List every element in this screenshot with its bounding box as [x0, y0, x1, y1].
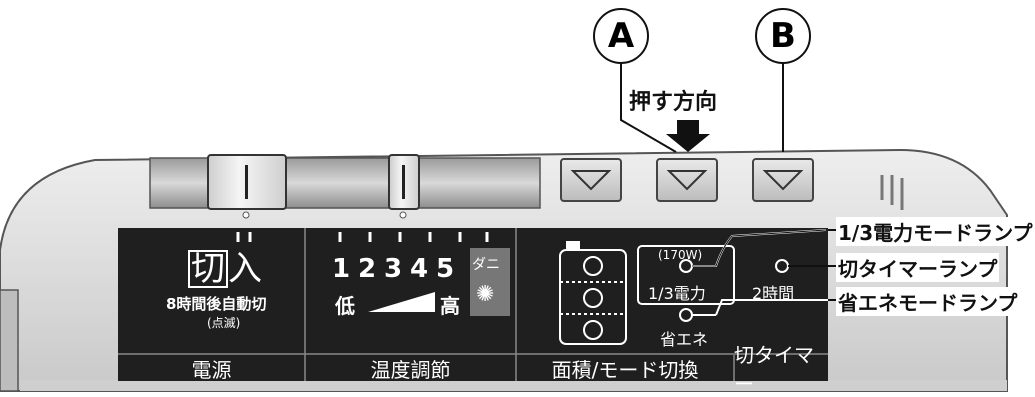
temp-high-label: 高	[440, 294, 460, 318]
temperature-slider-knob[interactable]	[388, 154, 420, 210]
triangle-down-icon	[762, 170, 804, 191]
auto-off-note: 8時間後自動切	[166, 295, 267, 313]
heater-panel-illustration	[0, 62, 1008, 392]
triangle-down-icon	[570, 170, 612, 191]
triangle-down-icon	[666, 170, 708, 191]
power-slider-knob[interactable]	[207, 154, 287, 210]
watt-label: (170W)	[658, 248, 703, 262]
section-area-mode: 面積/モード切換	[551, 357, 699, 382]
temp-scale-5: 5	[436, 254, 455, 284]
third-power-label: 1/3電力	[648, 284, 706, 303]
timer-hours-label: 2時間	[752, 284, 795, 303]
area-mode-button-left[interactable]	[560, 158, 622, 202]
area-mode-button-a[interactable]	[656, 158, 718, 202]
callout-a: A	[593, 8, 649, 64]
eco-label: 省エネ	[660, 330, 709, 349]
temp-low-label: 低	[335, 294, 355, 318]
power-on-label: 入	[228, 249, 262, 289]
timer-button-b[interactable]	[752, 158, 814, 202]
auto-off-note-sub: (点滅)	[207, 316, 241, 330]
temp-scale-1: 1	[332, 254, 351, 284]
section-timer: 切タイマー	[734, 343, 814, 396]
dani-label: ダニ	[472, 257, 500, 273]
section-temperature: 温度調節	[370, 357, 451, 382]
push-direction-label: 押す方向	[629, 90, 718, 115]
power-off-label: 切	[188, 250, 228, 288]
callout-b: B	[755, 8, 811, 64]
temp-scale-2: 2	[358, 254, 377, 284]
annotation-third-power-lamp: 1/3電力モードランプ	[836, 217, 1035, 246]
temp-scale-4: 4	[410, 254, 429, 284]
annotation-timer-lamp: 切タイマーランプ	[836, 253, 1000, 282]
annotation-eco-lamp: 省エネモードランプ	[836, 287, 1020, 316]
temp-scale-3: 3	[384, 254, 403, 284]
section-power: 電源	[191, 357, 232, 382]
mite-icon: ✺	[476, 282, 495, 307]
